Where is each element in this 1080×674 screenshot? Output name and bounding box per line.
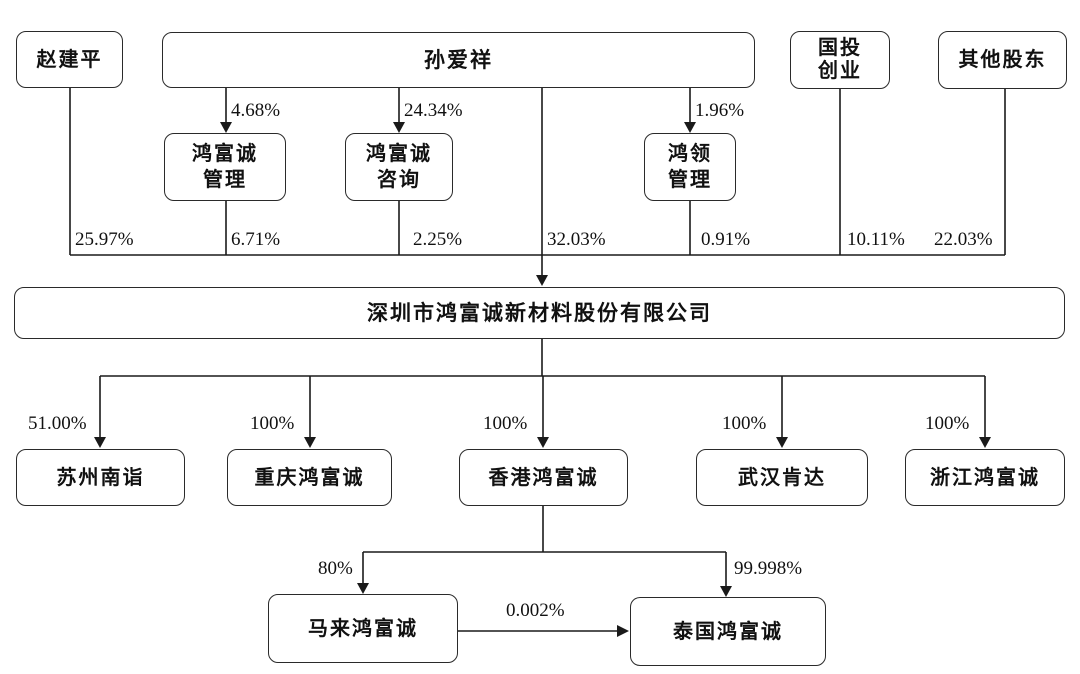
pct-sun-to-hfc-zixun: 24.34% — [404, 100, 463, 121]
pct-company-to-hongkong: 100% — [483, 413, 528, 434]
node-label: 重庆鸿富诚 — [254, 466, 365, 489]
pct-hongling-to-company: 0.91% — [701, 229, 751, 250]
pct-company-to-wuhan: 100% — [722, 413, 767, 434]
pct-sun-to-hongling: 1.96% — [695, 100, 745, 121]
pct-company-to-zhejiang: 100% — [925, 413, 970, 434]
node-company: 深圳市鸿富诚新材料股份有限公司 — [14, 287, 1065, 339]
pct-sun-to-hfc-guanli: 4.68% — [231, 100, 281, 121]
node-hongfucheng-guanli: 鸿富诚 管理 — [164, 133, 286, 201]
node-label: 孙爱祥 — [424, 48, 493, 72]
pct-zhao-to-company: 25.97% — [75, 229, 134, 250]
node-label: 武汉肯达 — [738, 466, 826, 489]
node-malaysia-hfc: 马来鸿富诚 — [268, 594, 458, 663]
pct-company-to-chongqing: 100% — [250, 413, 295, 434]
pct-hfc-zixun-to-company: 2.25% — [413, 229, 463, 250]
node-hongkong-hfc: 香港鸿富诚 — [459, 449, 628, 506]
node-hongling-guanli: 鸿领 管理 — [644, 133, 736, 201]
pct-hk-to-malaysia: 80% — [318, 558, 353, 579]
node-label: 深圳市鸿富诚新材料股份有限公司 — [367, 301, 712, 325]
pct-company-to-suzhou: 51.00% — [28, 413, 87, 434]
node-label: 马来鸿富诚 — [308, 617, 418, 640]
arrowheads — [94, 122, 991, 637]
pct-malaysia-to-thailand: 0.002% — [506, 600, 565, 621]
node-label-line2: 咨询 — [377, 169, 421, 191]
node-label: 香港鸿富诚 — [488, 466, 599, 489]
node-suzhou-nanyi: 苏州南诣 — [16, 449, 185, 506]
node-label-line1: 鸿富诚 — [192, 143, 258, 165]
node-chongqing-hfc: 重庆鸿富诚 — [227, 449, 392, 506]
node-thailand-hfc: 泰国鸿富诚 — [630, 597, 826, 666]
node-label: 其他股东 — [958, 49, 1047, 71]
node-hongfucheng-zixun: 鸿富诚 咨询 — [345, 133, 453, 201]
pct-qita-to-company: 22.03% — [934, 229, 993, 250]
node-label-line1: 鸿富诚 — [366, 143, 432, 165]
node-wuhan-kenda: 武汉肯达 — [696, 449, 868, 506]
node-label-line2: 管理 — [668, 169, 712, 191]
pct-sun-to-company: 32.03% — [547, 229, 606, 250]
connector-lines — [69, 88, 1006, 632]
node-guotou-chuangye: 国投 创业 — [790, 31, 890, 89]
node-label-line1: 国投 — [818, 37, 862, 59]
pct-guotou-to-company: 10.11% — [847, 229, 905, 250]
node-zhejiang-hfc: 浙江鸿富诚 — [905, 449, 1065, 506]
node-qita-gudong: 其他股东 — [938, 31, 1067, 89]
node-sun-aixiang: 孙爱祥 — [162, 32, 755, 88]
pct-hfc-guanli-to-company: 6.71% — [231, 229, 281, 250]
node-label-line1: 鸿领 — [668, 143, 712, 165]
node-label: 赵建平 — [36, 48, 103, 71]
node-zhao-jianping: 赵建平 — [16, 31, 123, 88]
node-label-line2: 创业 — [818, 60, 862, 82]
node-label-line2: 管理 — [203, 169, 247, 191]
node-label: 泰国鸿富诚 — [673, 620, 783, 643]
node-label: 苏州南诣 — [56, 466, 145, 489]
pct-hk-to-thailand: 99.998% — [734, 558, 803, 579]
node-label: 浙江鸿富诚 — [930, 466, 1040, 489]
